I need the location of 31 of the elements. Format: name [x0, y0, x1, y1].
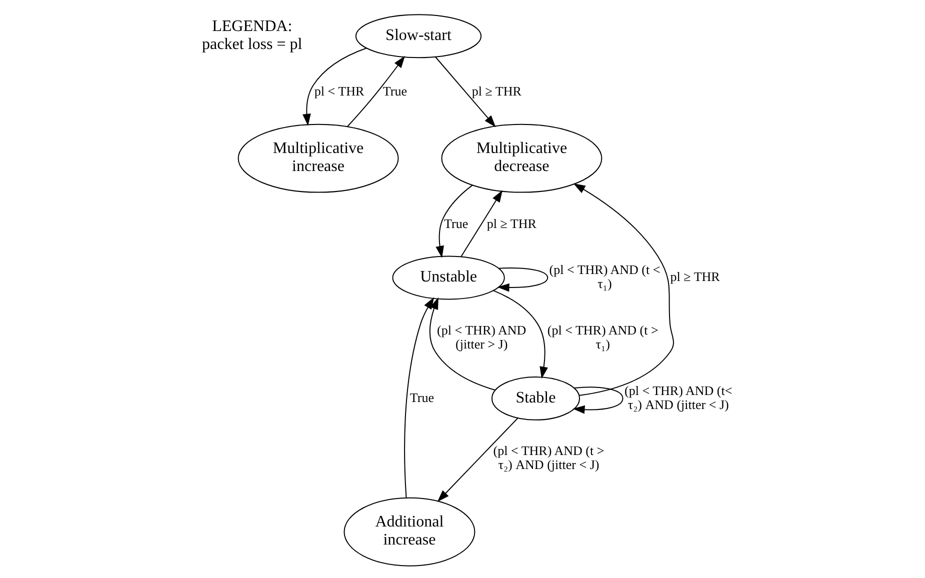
- edge-label: (pl < THR) AND (t< τ₂) AND (jitter < J): [624, 382, 732, 412]
- node-ellipse: Additional increase: [344, 497, 476, 566]
- label: packet loss = pl: [202, 36, 302, 53]
- arrow: [493, 290, 548, 379]
- node-ellipse: Stable: [491, 376, 580, 420]
- edge-label: pl < THR: [314, 84, 364, 99]
- edge-label: (pl < THR) AND (jitter > J): [437, 322, 526, 352]
- edge-label: pl ≥ THR: [486, 216, 536, 231]
- arrow: [434, 56, 496, 128]
- edge-label: pl ≥ THR: [472, 84, 522, 99]
- edge-label: (pl < THR) AND (t > τ₂) AND (jitter < J): [493, 443, 604, 472]
- arrow: [429, 297, 496, 391]
- arrow: [437, 418, 518, 502]
- node-ellipse: Multiplicative increase: [238, 124, 399, 193]
- label: LEGENDA:: [212, 18, 292, 35]
- edge-label: True: [410, 390, 434, 405]
- node-ellipse: Unstable: [392, 256, 505, 300]
- arrow: [302, 48, 367, 126]
- arrow: [572, 386, 624, 414]
- edge-label: True: [382, 84, 407, 99]
- node-ellipse: Slow-start: [355, 14, 482, 58]
- arrow: [460, 190, 503, 258]
- arrow: [404, 297, 434, 498]
- arrow: [497, 268, 548, 292]
- edge-label: pl ≥ THR: [670, 269, 720, 284]
- edge-label: (pl < THR) AND (t > τ₁): [547, 322, 658, 352]
- arrow: [436, 184, 473, 258]
- edge-label: (pl < THR) AND (t < τ₁): [549, 262, 660, 292]
- edge-label: True: [444, 216, 468, 231]
- arrow: [347, 56, 405, 127]
- arrow: [573, 183, 674, 396]
